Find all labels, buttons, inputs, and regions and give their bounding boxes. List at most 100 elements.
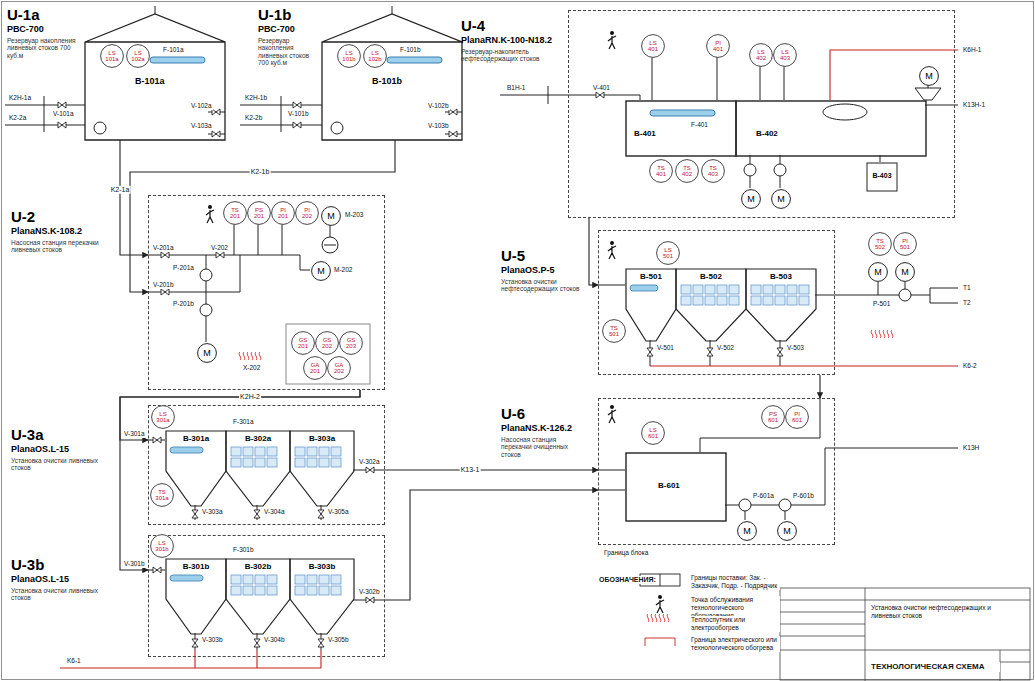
instrument-tag: PS 601 (765, 411, 781, 424)
bubble-circle (338, 45, 361, 68)
instrument-bubble: GS 201 (291, 331, 315, 355)
filter-media (775, 296, 785, 305)
valve-symbol (58, 92, 783, 647)
tag-label: ТЕХНОЛОГИЧЕСКАЯ СХЕМА (870, 662, 1000, 672)
bubble-circle (296, 202, 319, 225)
equipment-symbol (94, 57, 941, 511)
process-pipe (148, 570, 385, 650)
filter-media (243, 458, 253, 467)
equipment-symbol (286, 324, 370, 384)
filter-media (319, 458, 329, 467)
tag-label: K6-2 (962, 362, 978, 370)
filter-media (295, 575, 305, 584)
motor-circle (920, 67, 939, 86)
bubble-circle (786, 406, 809, 429)
tag-label: V-101b (287, 110, 310, 118)
instrument-bubble: TS 201 (223, 201, 247, 225)
service-point-icon (206, 31, 616, 423)
valve-symbol (293, 122, 301, 128)
node-text: Установка очистки ливневых стоков (11, 587, 111, 602)
motor-letter: M (317, 267, 325, 276)
instrument-bubble: GS 203 (339, 331, 363, 355)
node-text: Резервуар-накопитель нефтесодержащих сто… (461, 48, 565, 63)
instrument-bubble: GA 202 (327, 356, 351, 380)
motor-symbol: M (741, 189, 761, 209)
legend-sample (660, 574, 661, 586)
instrument-bubble: TS 502 (868, 232, 892, 256)
tag-label: F-401 (690, 121, 709, 129)
filter-media (331, 575, 341, 584)
filter-media (331, 586, 341, 595)
pipe-label: K2-1b (250, 168, 271, 176)
node-text: Резервуар накопления ливневых стоков 700… (7, 37, 77, 59)
motor-letter: M (777, 195, 785, 204)
node-text: U-1a (7, 6, 77, 23)
motor-circle (322, 207, 341, 226)
tag-label: M-202 (333, 266, 353, 274)
filter-media (295, 447, 305, 456)
filter-media (717, 285, 727, 294)
pipe-connector (120, 390, 360, 570)
tag-label: V-201a (152, 244, 175, 252)
vessel-wall (867, 163, 897, 191)
valve-symbol (212, 109, 220, 115)
valve-symbol (216, 252, 224, 258)
motor-circle (778, 522, 797, 541)
tag-label: V-305b (327, 636, 350, 644)
equipment-symbol (200, 304, 212, 316)
bubble-circle (151, 484, 174, 507)
node-text: РВС-700 (258, 24, 318, 34)
filter-media (307, 458, 317, 467)
equipment-symbol (150, 57, 205, 63)
tag-label: K2H-1b (244, 94, 268, 102)
equipment-symbol (739, 499, 751, 511)
tag-label: K2-2a (8, 114, 27, 122)
motor-circle (198, 344, 217, 363)
heating-symbol (239, 352, 261, 360)
motor-symbol: M (197, 343, 217, 363)
unit-boundary: U-6PlanaNS.K-126.2Насосная станция перек… (598, 398, 835, 545)
bubble-circle (101, 45, 124, 68)
hopper-outline (226, 559, 290, 634)
vessel: B-601 (626, 453, 726, 521)
valve-symbol (192, 510, 198, 518)
equipment-symbol (94, 122, 106, 134)
node-text: B-302b (226, 562, 290, 571)
tag-label: V-502 (716, 344, 735, 352)
process-pipe (148, 440, 385, 520)
filter-media (693, 296, 703, 305)
bubble-circle (151, 535, 174, 558)
instrument-tag: LS 601 (645, 427, 661, 440)
instrument-tag: TS 403 (705, 165, 721, 178)
bubble-circle (224, 202, 247, 225)
coalescer-bar (630, 285, 658, 291)
node-text: Резервуар накопления ливневых стоков 700… (258, 37, 318, 67)
tag-label: V-305a (327, 508, 350, 516)
tag-label: T1 (962, 284, 972, 292)
node-text: Установка очистки нефтесодержащих стоков (501, 278, 583, 293)
valve-symbol (58, 102, 66, 108)
filter-media (255, 447, 265, 456)
tag-label: V-303a (201, 508, 224, 516)
vessel: B-402 (736, 101, 926, 156)
instrument-tag: LS 101a (104, 50, 120, 63)
filter-media (267, 447, 277, 456)
tag-label: K13H-1 (962, 101, 986, 109)
valve-symbol (254, 510, 260, 518)
instrument-tag: LS 301b (154, 540, 170, 553)
motor-letter: M (874, 268, 882, 277)
drain-pipe (830, 50, 958, 100)
filter-media (751, 296, 761, 305)
tag-label: F-301b (232, 546, 255, 554)
equipment-symbol (774, 164, 786, 176)
title-block (780, 588, 1030, 681)
hopper-outline (166, 559, 226, 634)
instrument-tag: PI 501 (897, 238, 913, 251)
legend-sample (645, 638, 675, 646)
instrument-tag: GA 201 (307, 362, 323, 375)
instrument-bubble: TS 401 (649, 159, 673, 183)
equipment-symbol (322, 237, 338, 253)
motor-symbol: M (311, 261, 331, 281)
tag-label: K2H-1a (8, 94, 32, 102)
filter-media (319, 586, 329, 595)
